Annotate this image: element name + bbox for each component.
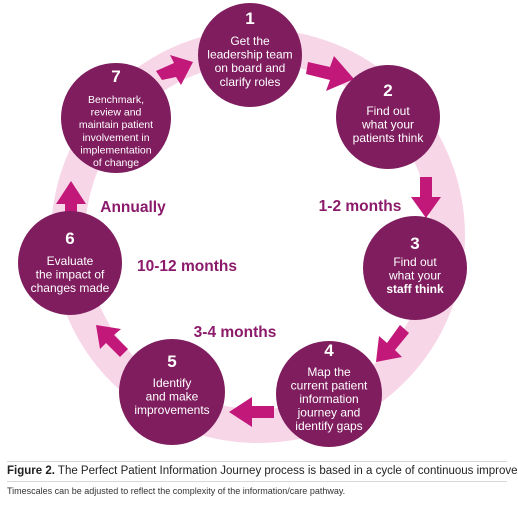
step-label-line: staff think bbox=[386, 282, 444, 296]
step-number: 6 bbox=[65, 229, 74, 248]
step-label-line: Identify bbox=[153, 376, 192, 390]
timescale-1-2-months: 1-2 months bbox=[319, 198, 402, 215]
timescale-10-12-months: 10-12 months bbox=[137, 258, 237, 275]
cycle-arrows bbox=[56, 55, 441, 427]
step-label-line: information bbox=[299, 392, 358, 406]
arrow-5-to-6 bbox=[96, 325, 128, 357]
step-number: 3 bbox=[410, 234, 419, 253]
step-label-line: implementation bbox=[80, 144, 151, 156]
step-label-line: review and bbox=[91, 107, 142, 119]
step-label-line: Find out bbox=[366, 104, 410, 118]
step-label-line: the impact of bbox=[36, 268, 105, 282]
step-label-line: leadership team bbox=[207, 48, 292, 62]
timescale-annually: Annually bbox=[100, 199, 166, 216]
step-circle bbox=[61, 63, 171, 173]
step-circle bbox=[18, 211, 122, 315]
figure-caption-label: Figure 2. bbox=[7, 465, 55, 477]
step-circle bbox=[336, 65, 440, 169]
step-circle bbox=[276, 341, 382, 447]
step-circle bbox=[119, 339, 225, 445]
step-label-line: Find out bbox=[393, 255, 437, 269]
step-label-line: involvement in bbox=[82, 132, 149, 144]
step-label-line: improvements bbox=[134, 403, 209, 417]
arrow-1-to-2 bbox=[306, 56, 354, 91]
timescale-3-4-months: 3-4 months bbox=[194, 324, 277, 341]
step-number: 1 bbox=[245, 9, 254, 28]
step-circle bbox=[198, 3, 302, 107]
step-label-line: clarify roles bbox=[220, 75, 281, 89]
step-label-line: journey and bbox=[297, 406, 361, 420]
step-label-line: Benchmark, bbox=[88, 94, 144, 106]
step-label-line: Evaluate bbox=[47, 254, 94, 268]
step-number: 7 bbox=[111, 67, 120, 86]
arrow-3-to-4 bbox=[376, 325, 409, 362]
caption-rule-mid bbox=[7, 481, 507, 482]
step-label-line: maintain patient bbox=[79, 119, 153, 131]
arrow-4-to-5 bbox=[229, 397, 274, 427]
step-label-line: current patient bbox=[291, 379, 368, 393]
arrow-6-to-7 bbox=[56, 181, 86, 220]
figure-caption: Figure 2. The Perfect Patient Informatio… bbox=[7, 465, 518, 477]
figure-caption-text: The Perfect Patient Information Journey … bbox=[54, 465, 518, 477]
step-circle bbox=[363, 216, 467, 320]
caption-rule-top bbox=[7, 461, 507, 462]
step-label-line: identify gaps bbox=[295, 419, 362, 433]
step-number: 5 bbox=[167, 352, 176, 371]
arrow-7-to-1 bbox=[156, 55, 193, 85]
step-number: 4 bbox=[324, 341, 334, 360]
step-label-line: patients think bbox=[353, 131, 425, 145]
step-label-line: Map the bbox=[307, 365, 351, 379]
step-number: 2 bbox=[383, 81, 392, 100]
step-label-line: and make bbox=[146, 390, 199, 404]
step-label-line: changes made bbox=[31, 281, 110, 295]
step-label-line: what your bbox=[388, 269, 441, 283]
figure-footnote: Timescales can be adjusted to reflect th… bbox=[7, 486, 346, 496]
step-label-line: of change bbox=[93, 157, 139, 169]
arrow-2-to-3 bbox=[411, 177, 441, 218]
step-label-line: Get the bbox=[230, 34, 270, 48]
step-label-line: what your bbox=[361, 118, 414, 132]
step-label-line: on board and bbox=[215, 61, 286, 75]
